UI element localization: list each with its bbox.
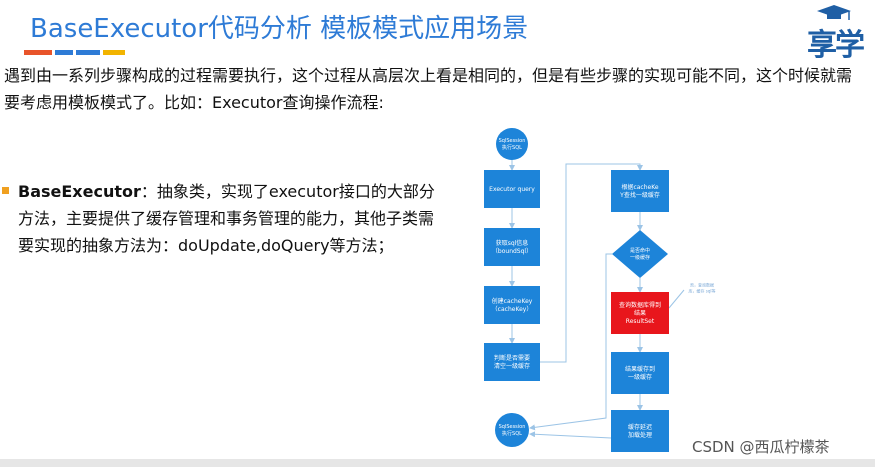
bottom-strip bbox=[0, 459, 875, 467]
flow-left-step-0-text: Executor query bbox=[489, 186, 535, 193]
bullet-item-baseexecutor: BaseExecutor：抽象类，实现了executor接口的大部分方法，主要提… bbox=[2, 178, 442, 259]
flow-end-text: 执行SQL bbox=[502, 430, 522, 437]
graduation-cap-icon bbox=[817, 5, 851, 20]
flow-left-step-2-text: 创建cacheKey bbox=[492, 297, 533, 305]
flow-left-step-2-text: （cacheKey） bbox=[492, 306, 533, 313]
flow-connectors bbox=[509, 160, 685, 439]
flow-right-step-2-text: 一级缓存 bbox=[628, 373, 652, 381]
flow-right-step-1 bbox=[611, 292, 669, 334]
flow-side-note-text: 库，缓存 sql等 bbox=[688, 287, 715, 293]
slide-title: BaseExecutor代码分析 模板模式应用场景 bbox=[30, 14, 529, 44]
flow-decision bbox=[612, 230, 668, 278]
flow-connector bbox=[529, 431, 612, 439]
flow-start-text: SqlSession bbox=[499, 138, 526, 144]
flow-connector bbox=[540, 163, 643, 363]
flow-left-step-0 bbox=[484, 170, 540, 208]
flow-left-step-1-text: 获取sql信息 bbox=[496, 239, 529, 247]
title-bar-1 bbox=[55, 50, 73, 55]
flow-decision-text: 是否命中 bbox=[630, 247, 650, 254]
flow-right-step-1-text: 结果 bbox=[634, 309, 646, 317]
bullet-term: BaseExecutor bbox=[18, 182, 141, 201]
flow-right-step-0-text: Y查找一级缓存 bbox=[619, 191, 660, 199]
flow-right-step-2 bbox=[611, 352, 669, 394]
flow-right-step-3-text: 缓存延迟 bbox=[628, 423, 652, 431]
flow-start-text: 执行SQL bbox=[502, 144, 522, 151]
flow-start bbox=[496, 128, 528, 160]
flow-decision-text: 一级缓存 bbox=[630, 254, 650, 261]
flow-right-step-2-text: 结果缓存到 bbox=[625, 365, 655, 373]
bullet-marker bbox=[2, 187, 9, 194]
bullet-description: ：抽象类，实现了executor接口的大部分方法，主要提供了缓存管理和事务管理的… bbox=[18, 182, 435, 255]
flow-right-step-0-text: 根据cacheKe bbox=[621, 183, 658, 191]
flow-right-step-1-text: 查询数据库得到 bbox=[619, 301, 661, 309]
flow-left-step-1-text: （boundSql） bbox=[492, 248, 532, 255]
flow-left-step-3-text: 判断是否需要 bbox=[494, 354, 530, 362]
flow-end bbox=[495, 413, 529, 447]
flow-connector bbox=[529, 253, 612, 431]
flow-end-text: SqlSession bbox=[499, 424, 526, 430]
flow-right-step-0 bbox=[611, 170, 669, 212]
flow-left-step-1 bbox=[484, 228, 540, 266]
flow-right-step-1-text: ResultSet bbox=[626, 318, 655, 325]
flow-connector bbox=[668, 289, 685, 309]
csdn-watermark: CSDN @西瓜柠檬茶 bbox=[692, 438, 830, 456]
intro-paragraph: 遇到由一系列步骤构成的过程需要执行，这个过程从高层次上看是相同的，但是有些步骤的… bbox=[4, 66, 853, 112]
flow-left-step-2 bbox=[484, 286, 540, 324]
title-bar-2 bbox=[76, 50, 100, 55]
flow-right-step-3-text: 加载处理 bbox=[628, 431, 652, 439]
flow-right-step-3 bbox=[611, 410, 669, 452]
flow-left-step-3-text: 清空一级缓存 bbox=[494, 362, 530, 370]
flow-left-step-3 bbox=[484, 343, 540, 381]
brand-logo: 享学 bbox=[802, 4, 868, 63]
logo-text: 享学 bbox=[807, 28, 865, 63]
flow-side-note-text: 否，查询数据 bbox=[690, 281, 714, 287]
title-bar-0 bbox=[24, 50, 52, 55]
title-bar-3 bbox=[103, 50, 125, 55]
title-underline bbox=[24, 50, 125, 55]
